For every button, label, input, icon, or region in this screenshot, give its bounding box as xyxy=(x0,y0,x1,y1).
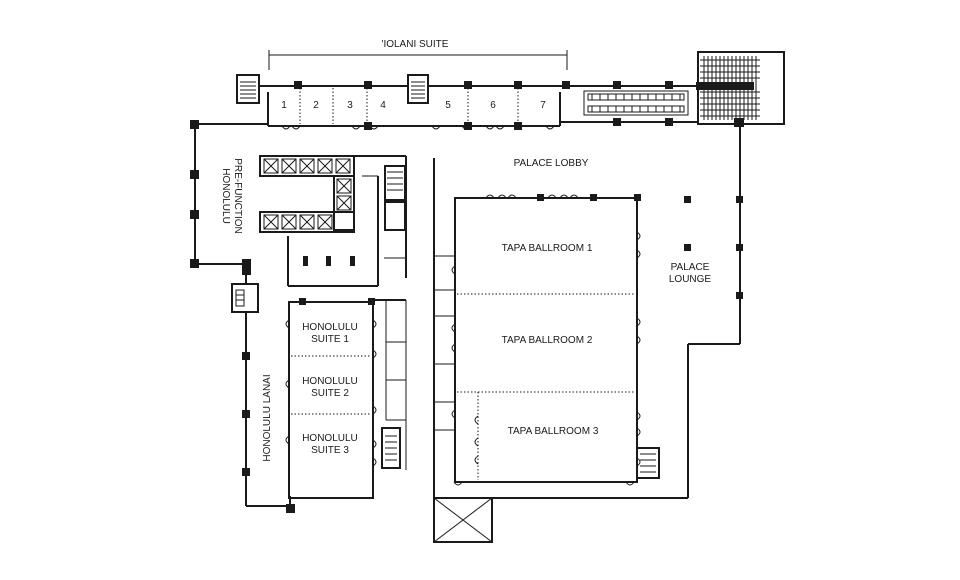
honolulu-suite-1-label-2: SUITE 1 xyxy=(311,334,349,345)
tapa-ballrooms xyxy=(451,194,660,486)
honolulu-lanai-label: HONOLULU LANAI xyxy=(262,374,273,461)
honolulu-suite-3-label-1: HONOLULU xyxy=(302,433,358,444)
honolulu-lanai-area xyxy=(231,262,291,512)
palace-lobby-shell xyxy=(433,124,741,499)
palace-lounge-label-2: LOUNGE xyxy=(669,274,712,285)
iolani-room-1: 1 xyxy=(281,100,287,111)
iolani-room-5: 5 xyxy=(445,100,451,111)
service-corridor xyxy=(373,299,407,470)
palace-lobby-label: PALACE LOBBY xyxy=(514,158,589,169)
honolulu-suite-1-label-1: HONOLULU xyxy=(302,322,358,333)
honolulu-suite-3-label-2: SUITE 3 xyxy=(311,445,349,456)
tapa-ballroom-1-label: TAPA BALLROOM 1 xyxy=(502,243,593,254)
honolulu-prefunction-label-2: PRE-FUNCTION xyxy=(232,158,243,234)
stairs-icon xyxy=(236,74,429,104)
tapa-ballroom-3-label: TAPA BALLROOM 3 xyxy=(508,426,599,437)
structural-columns xyxy=(190,81,744,513)
escalator-icon xyxy=(583,90,689,116)
honolulu-suite-2-label-2: SUITE 2 xyxy=(311,388,349,399)
elevator-icon xyxy=(259,155,355,233)
loading-dock-icon xyxy=(433,497,493,543)
iolani-room-6: 6 xyxy=(490,100,496,111)
iolani-suite-label: 'IOLANI SUITE xyxy=(382,39,449,50)
tapa-ballroom-2-label: TAPA BALLROOM 2 xyxy=(502,335,593,346)
service-core xyxy=(287,155,407,287)
iolani-room-3: 3 xyxy=(347,100,353,111)
honolulu-prefunction-area xyxy=(194,123,268,265)
ballroom-west-doors xyxy=(433,255,456,431)
honolulu-prefunction-label-1: HONOLULU xyxy=(220,168,231,224)
honolulu-suite-2-label-1: HONOLULU xyxy=(302,376,358,387)
iolani-suite-dimension xyxy=(268,50,568,70)
iolani-room-7: 7 xyxy=(540,100,546,111)
iolani-room-4: 4 xyxy=(380,100,386,111)
iolani-room-2: 2 xyxy=(313,100,319,111)
grand-stairs-icon xyxy=(696,51,785,125)
palace-lounge-label-1: PALACE xyxy=(671,262,710,273)
iolani-room-numbers: 1 2 3 4 5 6 7 xyxy=(281,100,546,111)
honolulu-suites xyxy=(285,301,377,499)
iolani-suite-block xyxy=(260,85,568,130)
